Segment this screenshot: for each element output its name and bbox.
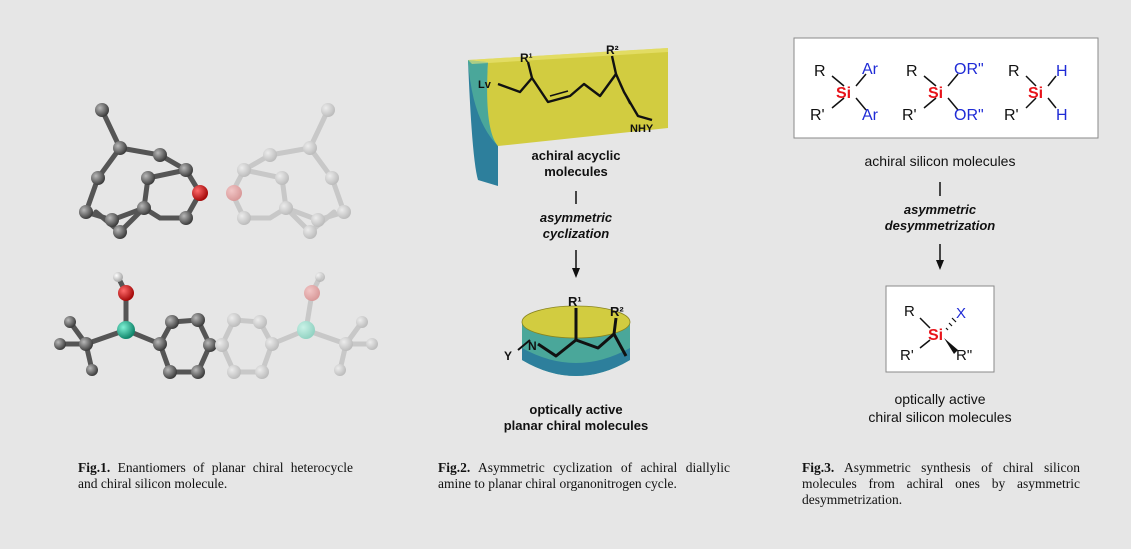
figure-2-caption: Fig.2. Asymmetric cyclization of achiral… bbox=[438, 460, 730, 492]
top-label-line1: achiral acyclic bbox=[532, 148, 621, 163]
ring-backbone bbox=[517, 308, 628, 358]
product-rdoubleprime-label: R" bbox=[956, 347, 972, 364]
figure-3-caption: Fig.3. Asymmetric synthesis of chiral si… bbox=[802, 460, 1080, 508]
amine-group-label: NHY bbox=[630, 123, 654, 135]
achiral-molecules-box bbox=[793, 37, 1099, 139]
arrow-label-line2: desymmetrization bbox=[885, 218, 996, 233]
silane-diaryl: R R' Si Ar Ar bbox=[810, 61, 879, 124]
ring-nitrogen-label: N bbox=[528, 339, 537, 353]
cyclization-scheme: Lv R¹ R² NHY achiral acyclic molecules a… bbox=[468, 43, 668, 433]
arrow-label-line1: asymmetric bbox=[904, 202, 977, 217]
chiral-silane: R R' Si X R" bbox=[900, 303, 972, 364]
silane-atoms-left bbox=[54, 272, 217, 379]
product-si-label: Si bbox=[928, 327, 943, 344]
mol1-r-label: R bbox=[814, 63, 826, 80]
bottom-label-line1: optically active bbox=[894, 391, 985, 407]
bottom-label-line2: chiral silicon molecules bbox=[868, 409, 1011, 425]
substituent-r1-label: R¹ bbox=[520, 51, 533, 65]
oxygen-atom bbox=[192, 185, 208, 201]
mol1-rprime-label: R' bbox=[810, 107, 825, 124]
desymmetrization-scheme: R R' Si Ar Ar R R' Si OR" OR" R R' Si bbox=[793, 37, 1099, 425]
figure-2-caption-text: Asymmetric cyclization of achiral dially… bbox=[438, 460, 730, 491]
heterocycle-atoms-right bbox=[226, 103, 351, 239]
mol3-h-top-label: H bbox=[1056, 63, 1068, 80]
mol2-or-bottom-label: OR" bbox=[954, 107, 984, 124]
reaction-arrow bbox=[572, 250, 580, 278]
figure-1-panel: Fig.1. Enantiomers of planar chiral hete… bbox=[0, 0, 400, 549]
mol2-or-top-label: OR" bbox=[954, 61, 984, 78]
mol1-ar-bottom-label: Ar bbox=[862, 107, 879, 124]
silane-model-left bbox=[57, 274, 213, 375]
figure-1-caption-label: Fig.1. bbox=[78, 460, 111, 475]
substituent-r2-label: R² bbox=[606, 43, 619, 57]
bottom-label-line1: optically active bbox=[529, 402, 622, 417]
top-label-line2: molecules bbox=[544, 164, 608, 179]
figure-3-caption-text: Asymmetric synthesis of chiral silicon m… bbox=[802, 460, 1080, 507]
silane-dihydro: R R' Si H H bbox=[1004, 63, 1068, 124]
ring-r1-label: R¹ bbox=[568, 294, 582, 309]
ring-y-label: Y bbox=[504, 349, 512, 363]
mol1-si-label: Si bbox=[836, 85, 851, 102]
heterocycle-atoms-left bbox=[79, 103, 208, 239]
mol3-rprime-label: R' bbox=[1004, 107, 1019, 124]
mol1-ar-top-label: Ar bbox=[862, 61, 879, 78]
acyclic-chain bbox=[497, 55, 653, 122]
chiral-product-box bbox=[885, 285, 995, 373]
reaction-arrow bbox=[936, 244, 944, 270]
silane-atoms-right bbox=[215, 272, 378, 379]
product-r-label: R bbox=[904, 303, 915, 320]
arrow-label-line1: asymmetric bbox=[540, 210, 613, 225]
silicon-atom bbox=[117, 321, 135, 339]
enantiomer-models bbox=[54, 103, 378, 379]
product-rprime-label: R' bbox=[900, 347, 914, 364]
figure-2-panel: Lv R¹ R² NHY achiral acyclic molecules a… bbox=[400, 0, 770, 549]
mol3-r-label: R bbox=[1008, 63, 1020, 80]
leaving-group-label: Lv bbox=[478, 79, 492, 91]
achiral-label: achiral silicon molecules bbox=[865, 153, 1016, 169]
arrow-label-line2: cyclization bbox=[543, 226, 610, 241]
bottom-label-line2: planar chiral molecules bbox=[504, 418, 649, 433]
mol2-rprime-label: R' bbox=[902, 107, 917, 124]
mol2-r-label: R bbox=[906, 63, 918, 80]
ring-r2-label: R² bbox=[610, 304, 624, 319]
figure-3-panel: R R' Si Ar Ar R R' Si OR" OR" R R' Si bbox=[770, 0, 1131, 549]
silane-model-right bbox=[219, 274, 375, 375]
mol2-si-label: Si bbox=[928, 85, 943, 102]
figure-1-caption: Fig.1. Enantiomers of planar chiral hete… bbox=[78, 460, 353, 492]
figure-2-caption-label: Fig.2. bbox=[438, 460, 471, 475]
silane-dialkoxy: R R' Si OR" OR" bbox=[902, 61, 984, 124]
figure-3-caption-label: Fig.3. bbox=[802, 460, 835, 475]
mol3-si-label: Si bbox=[1028, 85, 1043, 102]
product-x-label: X bbox=[956, 305, 966, 322]
figure-1-caption-text: Enantiomers of planar chiral heterocycle… bbox=[78, 460, 353, 491]
mol3-h-bottom-label: H bbox=[1056, 107, 1068, 124]
